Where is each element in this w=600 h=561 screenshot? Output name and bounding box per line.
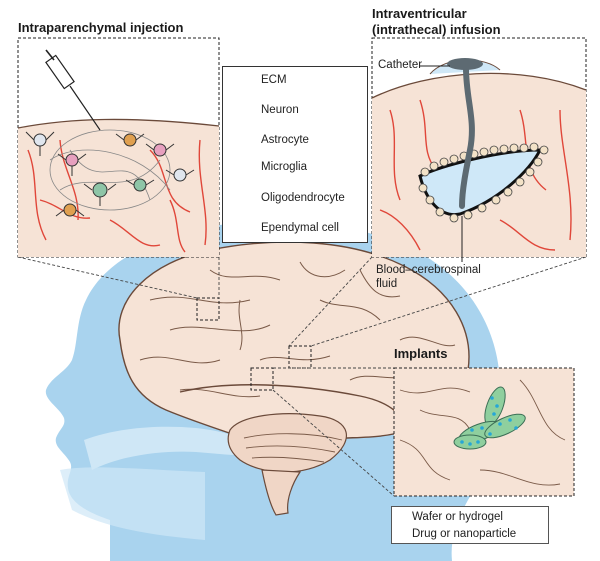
brain bbox=[118, 241, 470, 516]
label-catheter: Catheter bbox=[378, 59, 423, 71]
implant-label-wafer: Wafer or hydrogel bbox=[412, 511, 503, 523]
legend-item: Oligodendrocyte bbox=[231, 189, 345, 207]
legend-item: Neuron bbox=[231, 101, 299, 119]
legend-item: Microglia bbox=[231, 158, 307, 176]
implant-legend-item: Wafer or hydrogel bbox=[406, 509, 503, 525]
implant-legend: Wafer or hydrogel Drug or nanoparticle bbox=[391, 506, 549, 544]
legend-icon-slot bbox=[231, 219, 257, 237]
particles bbox=[460, 396, 518, 446]
ecm-fibres bbox=[49, 129, 171, 211]
legend-label-ecm: ECM bbox=[261, 74, 287, 86]
zoom-box-implant bbox=[250, 367, 274, 391]
catheter bbox=[459, 65, 475, 209]
legend-label-neuron: Neuron bbox=[261, 104, 299, 116]
implant-inset bbox=[393, 367, 575, 497]
legend-icon-slot bbox=[231, 189, 257, 207]
legend-item: Ependymal cell bbox=[231, 219, 339, 237]
legend-item: Astrocyte bbox=[231, 131, 309, 149]
infusion-inset bbox=[371, 37, 587, 262]
title-implants: Implants bbox=[394, 346, 448, 361]
zoom-box-injection bbox=[196, 297, 220, 321]
legend-icon-slot bbox=[231, 131, 257, 149]
title-intraparenchymal: Intraparenchymal injection bbox=[18, 20, 184, 35]
implant-legend-item: Drug or nanoparticle bbox=[406, 526, 516, 542]
cell-legend: ECM Neuron Astrocyte Microglia Oligodend… bbox=[222, 66, 368, 243]
leader-lines bbox=[17, 256, 587, 497]
injection-inset bbox=[17, 37, 220, 258]
title-intraventricular-line1: Intraventricular bbox=[372, 6, 467, 21]
legend-label-microglia: Microglia bbox=[261, 161, 308, 173]
cells-cluster bbox=[25, 131, 195, 217]
legend-item: ECM bbox=[231, 71, 287, 89]
label-csf-line1: Blood–cerebrospinal bbox=[376, 264, 481, 276]
legend-label-ependymal: Ependymal cell bbox=[261, 222, 339, 234]
legend-icon-slot bbox=[231, 71, 257, 89]
legend-icon-slot bbox=[231, 158, 257, 176]
legend-label-oligodendrocyte: Oligodendrocyte bbox=[261, 192, 345, 204]
legend-icon-slot bbox=[231, 101, 257, 119]
implant-label-drug: Drug or nanoparticle bbox=[412, 528, 517, 540]
label-csf-line2: fluid bbox=[376, 278, 398, 290]
legend-label-astrocyte: Astrocyte bbox=[261, 134, 309, 146]
syringe bbox=[45, 49, 101, 131]
title-intraventricular-line2: (intrathecal) infusion bbox=[372, 22, 501, 37]
